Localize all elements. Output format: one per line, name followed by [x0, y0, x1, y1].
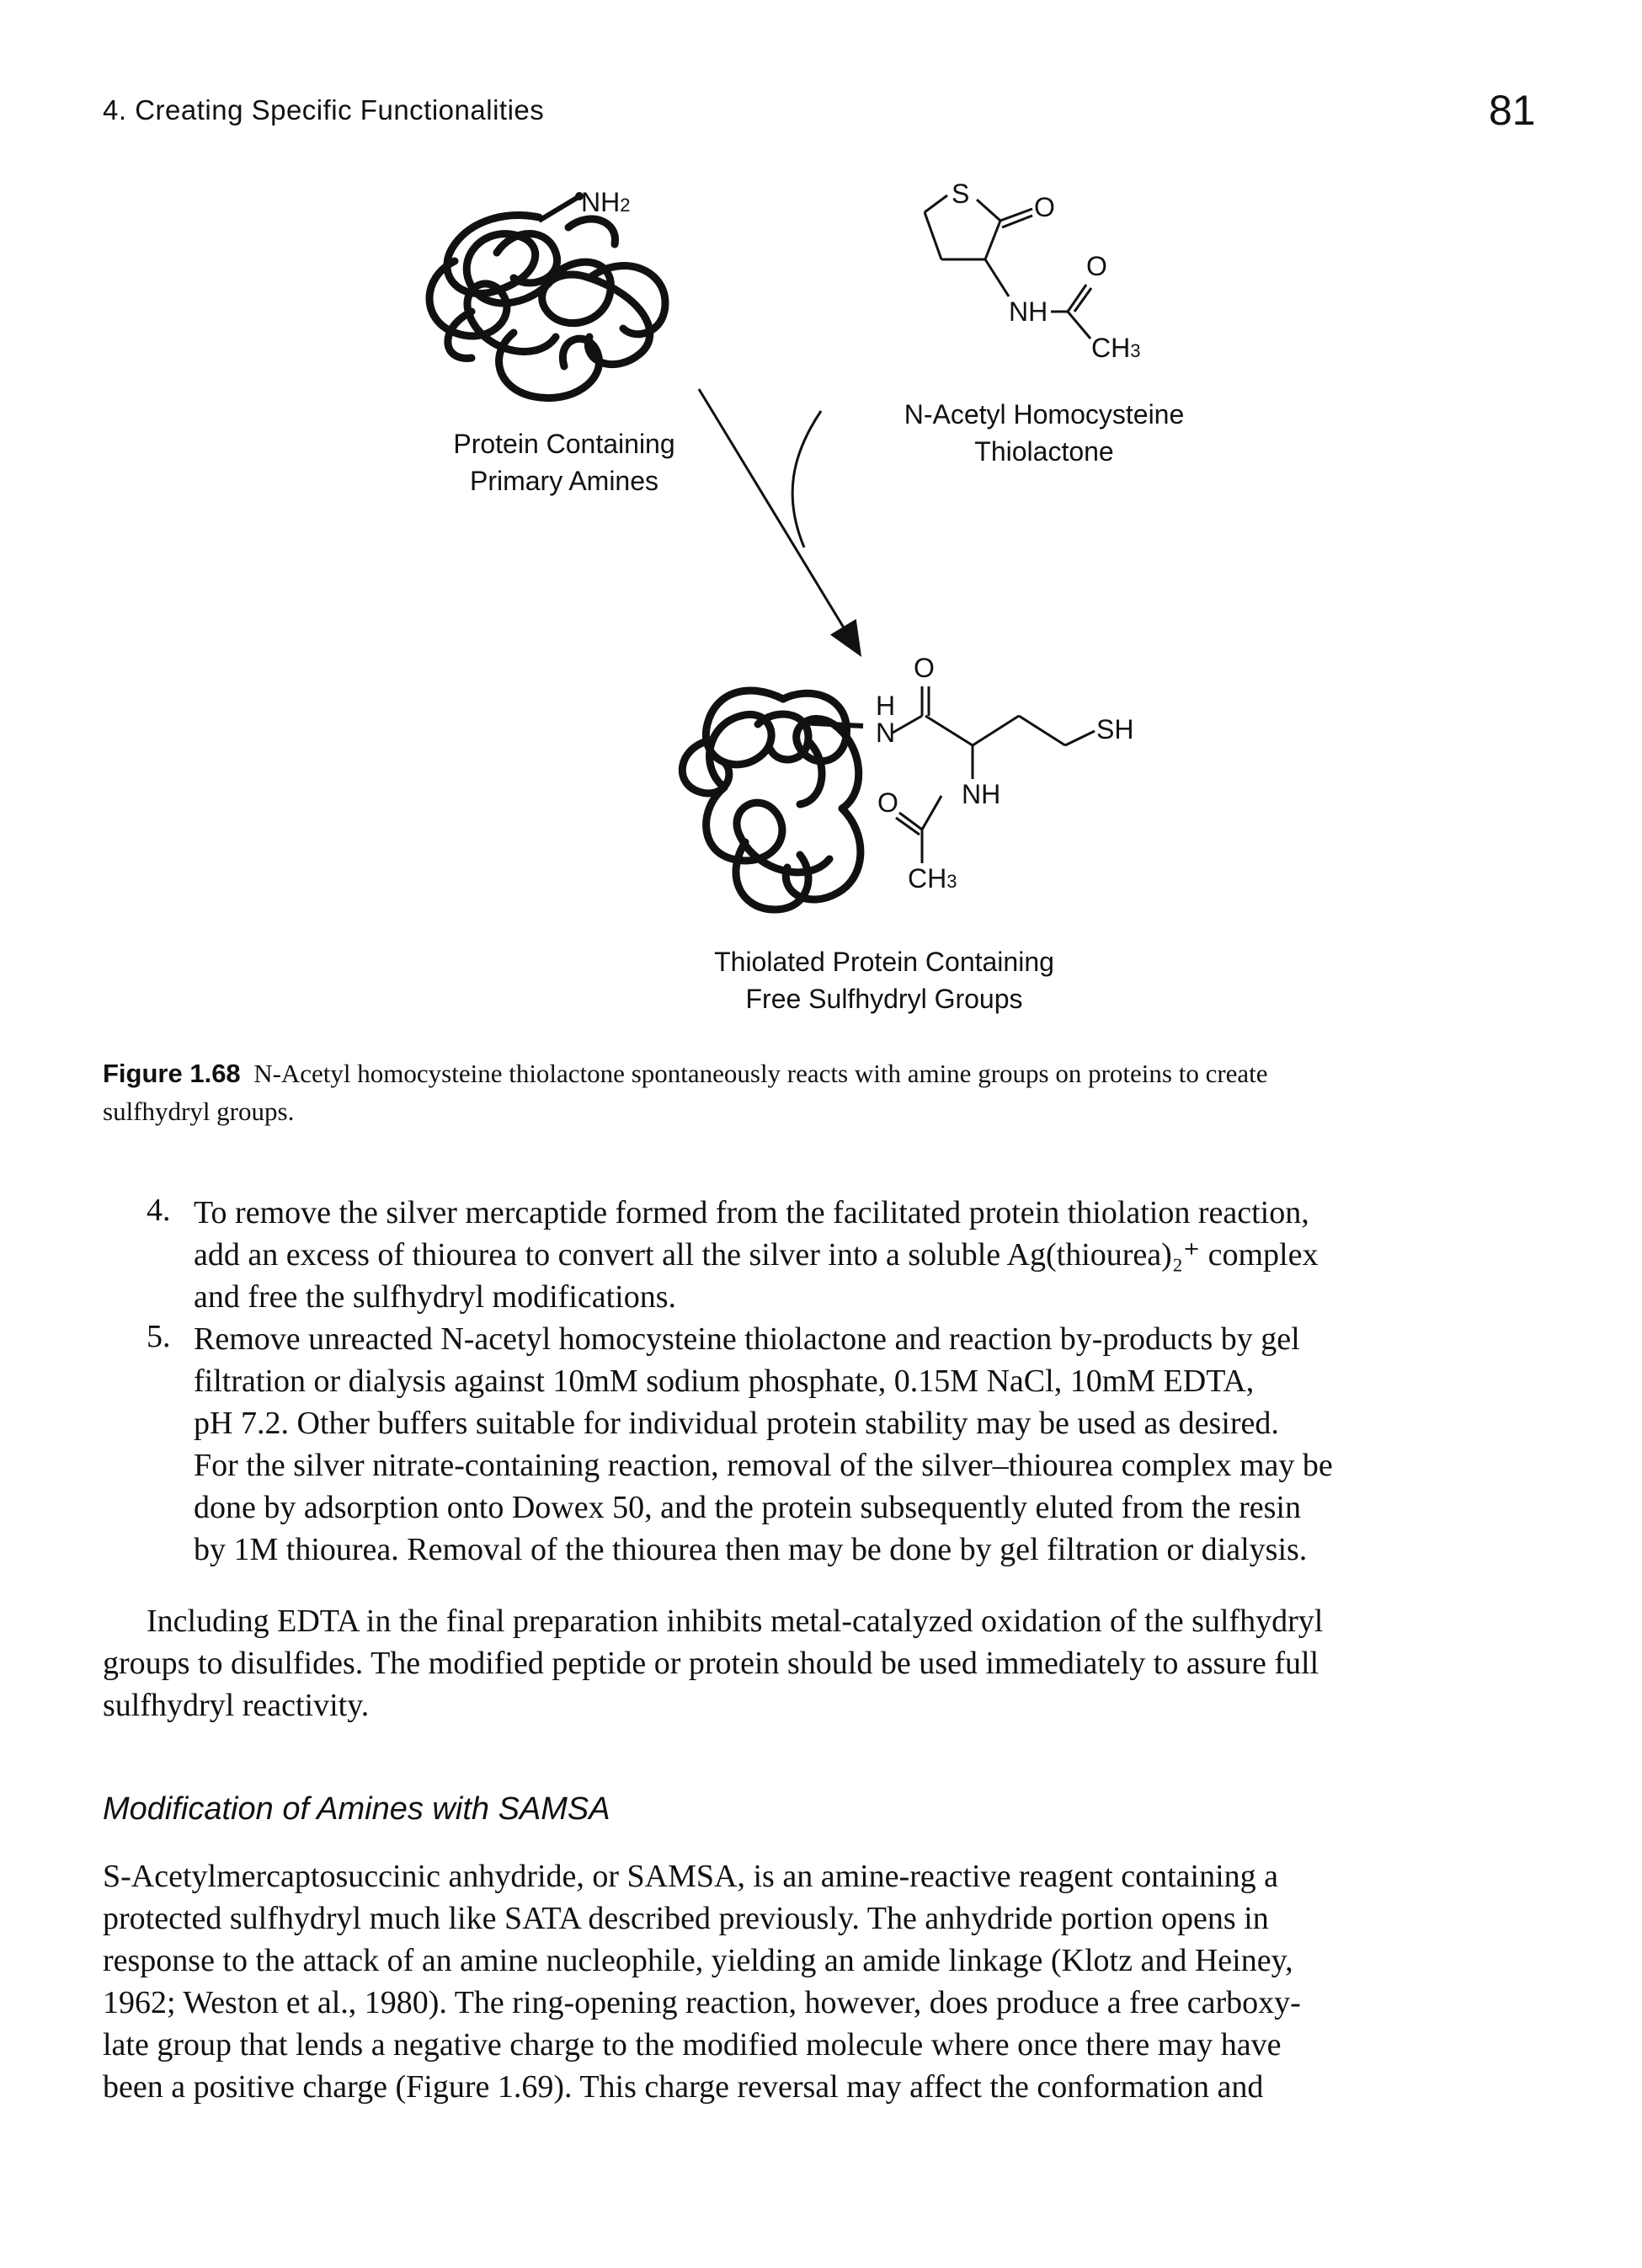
atom-acetyl-oxygen: O [1086, 251, 1107, 281]
product-structure [892, 686, 1096, 863]
protein-coil-reactant [425, 211, 669, 403]
label-protein-primary-amines: Protein Containing Primary Amines [453, 429, 675, 496]
atom-ch3: CH3 [1091, 333, 1141, 363]
label-thiolated-protein: Thiolated Protein Containing Free Sulfhy… [714, 947, 1054, 1014]
product-atom-oxygen-low: O [877, 787, 898, 818]
product-atom-oxygen-top: O [914, 653, 935, 683]
product-atom-sh: SH [1096, 714, 1134, 744]
paragraph-edta: Including EDTA in the final preparation … [103, 1604, 1324, 1723]
section-heading: Modification of Amines with SAMSA [103, 1791, 610, 1827]
caption-label: Figure 1.68 [103, 1059, 241, 1088]
running-header: 4. Creating Specific Functionalities [103, 94, 545, 125]
product-atom-h: H [876, 691, 896, 721]
thiolactone-structure [923, 194, 1093, 339]
list-item-4: 4. To remove the silver mercaptide forme… [147, 1193, 1319, 1315]
figure-caption: Figure 1.68 N-Acetyl homocysteine thiola… [103, 1059, 1268, 1126]
product-atom-n: N [876, 718, 896, 748]
atom-ring-oxygen: O [1034, 192, 1055, 222]
page-number: 81 [1489, 87, 1536, 134]
atom-nh: NH [1009, 296, 1048, 327]
protein-coil-product [678, 686, 865, 914]
reaction-arrows [697, 388, 862, 658]
paragraph-samsa: S-Acetylmercaptosuccinic anhydride, or S… [103, 1859, 1301, 2105]
atom-sulfur: S [952, 179, 970, 209]
product-atom-ch3: CH3 [908, 863, 957, 894]
product-atom-nh: NH [962, 779, 1001, 809]
list-item-5: 5. Remove unreacted N-acetyl homocystein… [147, 1319, 1333, 1567]
atom-nh2: NH2 [581, 187, 631, 217]
procedure-list: 4. To remove the silver mercaptide forme… [147, 1192, 1553, 1571]
label-n-acetyl-homocysteine-thiolactone: N-Acetyl Homocysteine Thiolactone [904, 399, 1185, 467]
